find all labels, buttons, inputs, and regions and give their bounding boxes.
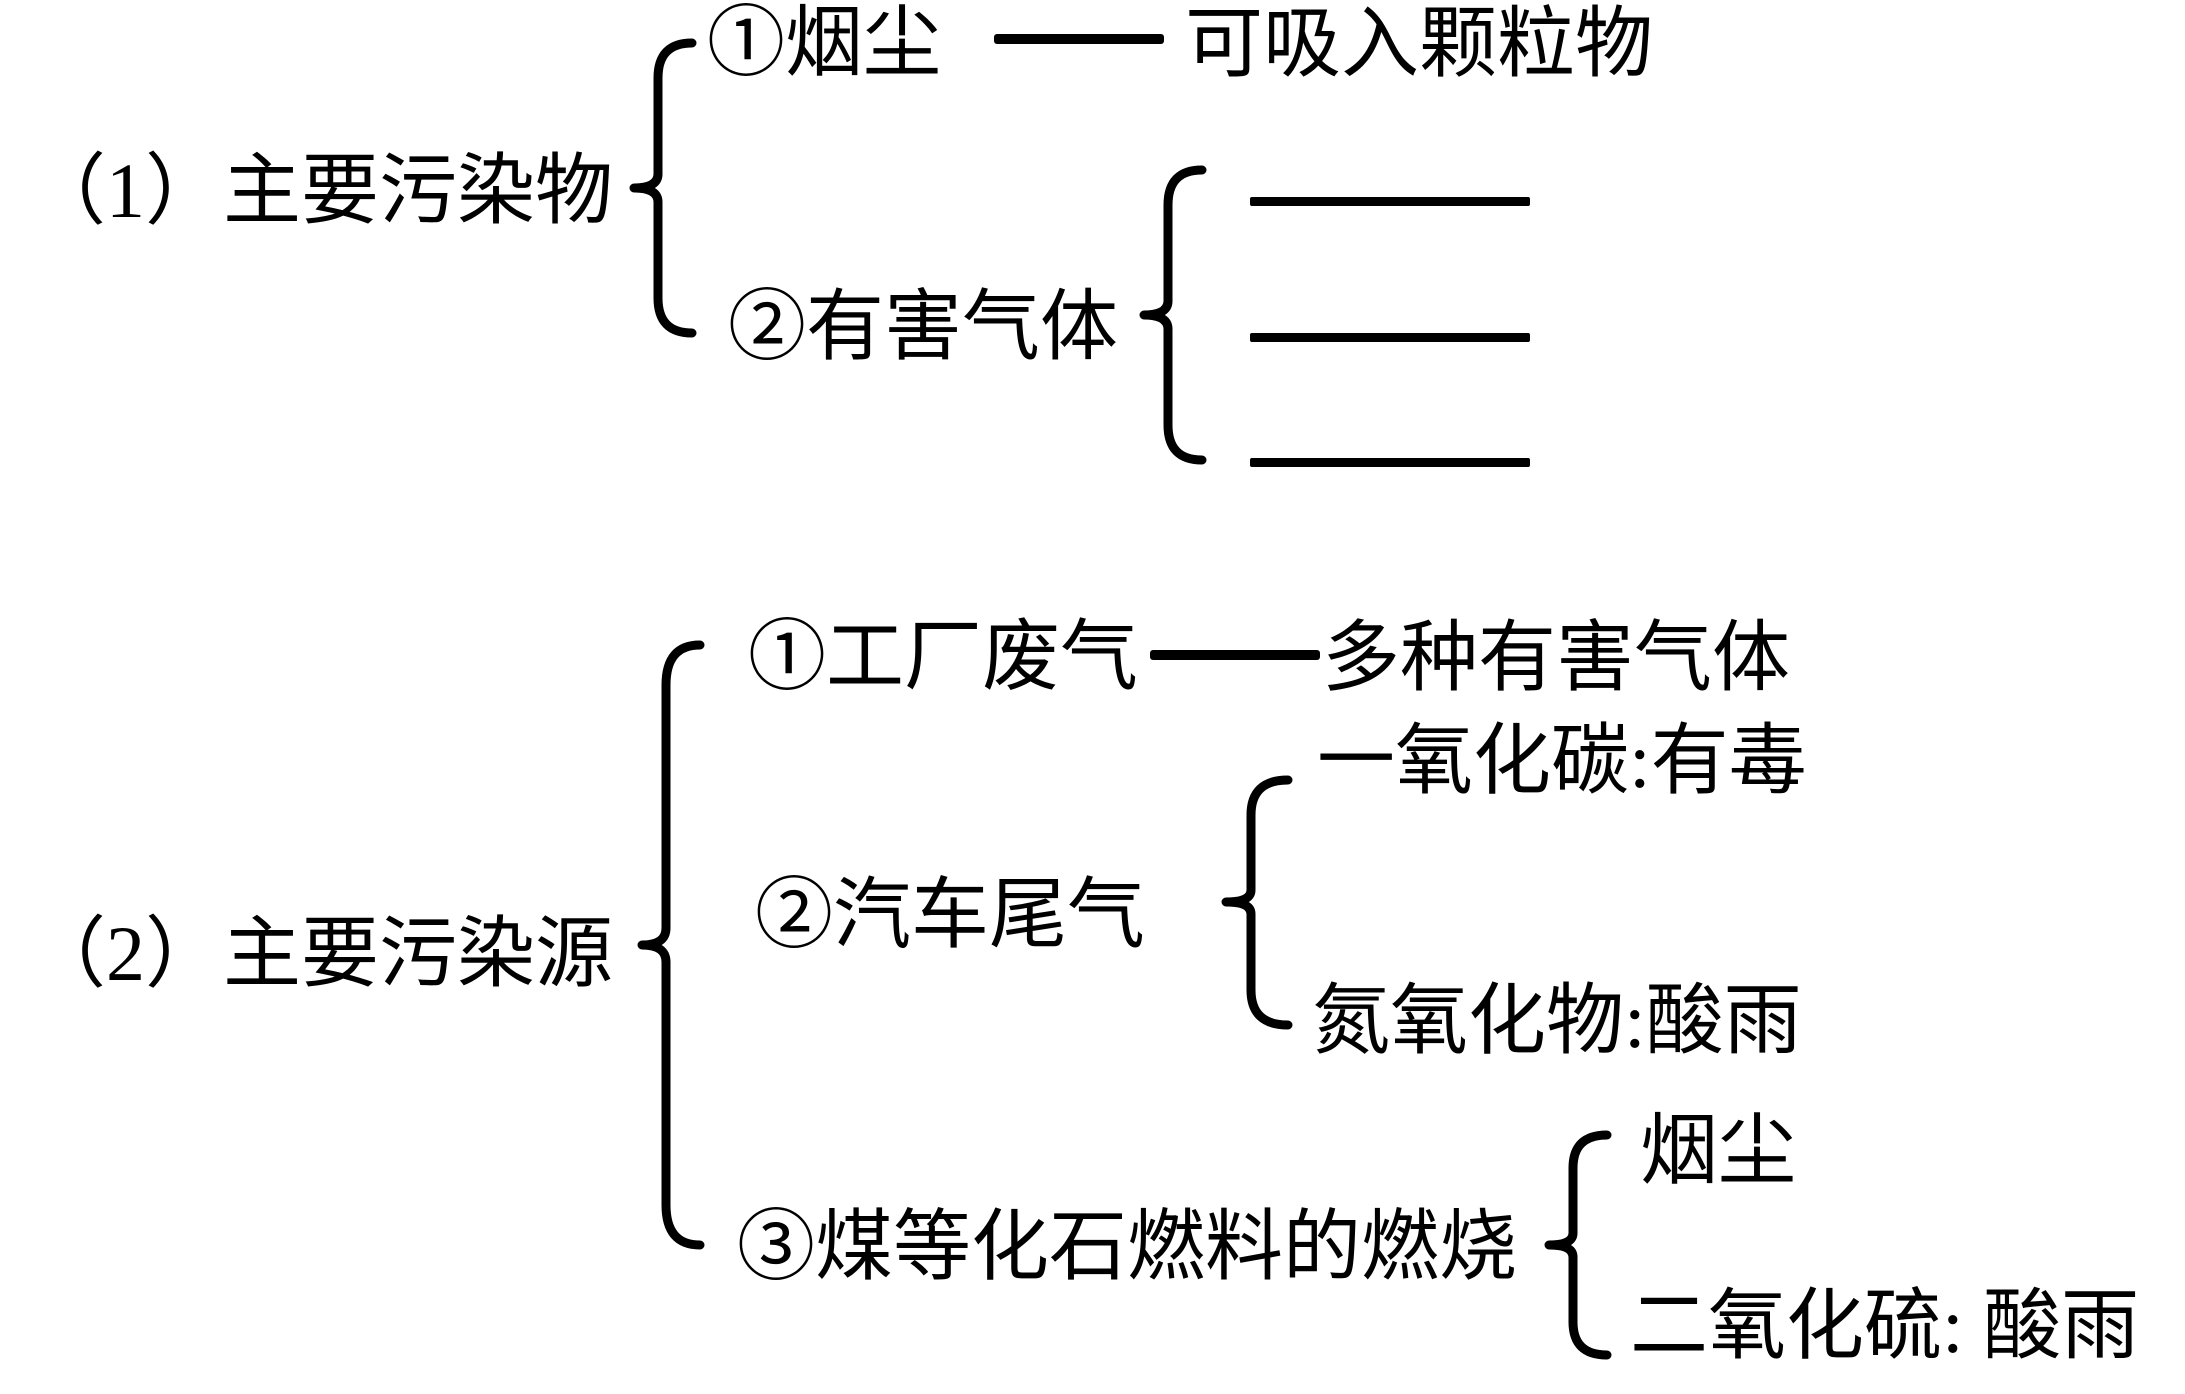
section1-brace bbox=[629, 38, 697, 338]
section1-item2-brace bbox=[1139, 165, 1207, 465]
section2-item1-label: ①工厂废气 bbox=[748, 613, 1139, 700]
section2-item3-brace bbox=[1544, 1130, 1612, 1360]
section1-answer-blank-3 bbox=[1250, 458, 1530, 467]
section1-answer-blank-1 bbox=[1250, 197, 1530, 206]
section2-item1-connector-line bbox=[1150, 650, 1320, 660]
section2-item2-label: ②汽车尾气 bbox=[755, 871, 1146, 958]
section1-label: （1）主要污染物 bbox=[28, 147, 614, 234]
section2-item2-child-2: 氮氧化物:酸雨 bbox=[1312, 977, 1802, 1064]
section2-item3-child-2: 二氧化硫: 酸雨 bbox=[1630, 1282, 2140, 1369]
section1-item2-label: ②有害气体 bbox=[728, 283, 1119, 370]
section2-item1-target: 多种有害气体 bbox=[1322, 614, 1791, 701]
section1-answer-blank-2 bbox=[1250, 333, 1530, 342]
section2-item2-child-1: 一氧化碳:有毒 bbox=[1317, 717, 1807, 804]
section1-item1-connector-line bbox=[994, 34, 1164, 44]
section2-item2-brace bbox=[1221, 775, 1293, 1030]
section2-brace bbox=[637, 640, 705, 1250]
section2-label: （2）主要污染源 bbox=[28, 910, 614, 997]
section1-item1-target: 可吸入颗粒物 bbox=[1185, 0, 1654, 87]
section2-item3-child-1: 烟尘 bbox=[1640, 1107, 1797, 1194]
section1-item1-label: ①烟尘 bbox=[707, 0, 942, 86]
section2-item3-label: ③煤等化石燃料的燃烧 bbox=[737, 1203, 1518, 1290]
